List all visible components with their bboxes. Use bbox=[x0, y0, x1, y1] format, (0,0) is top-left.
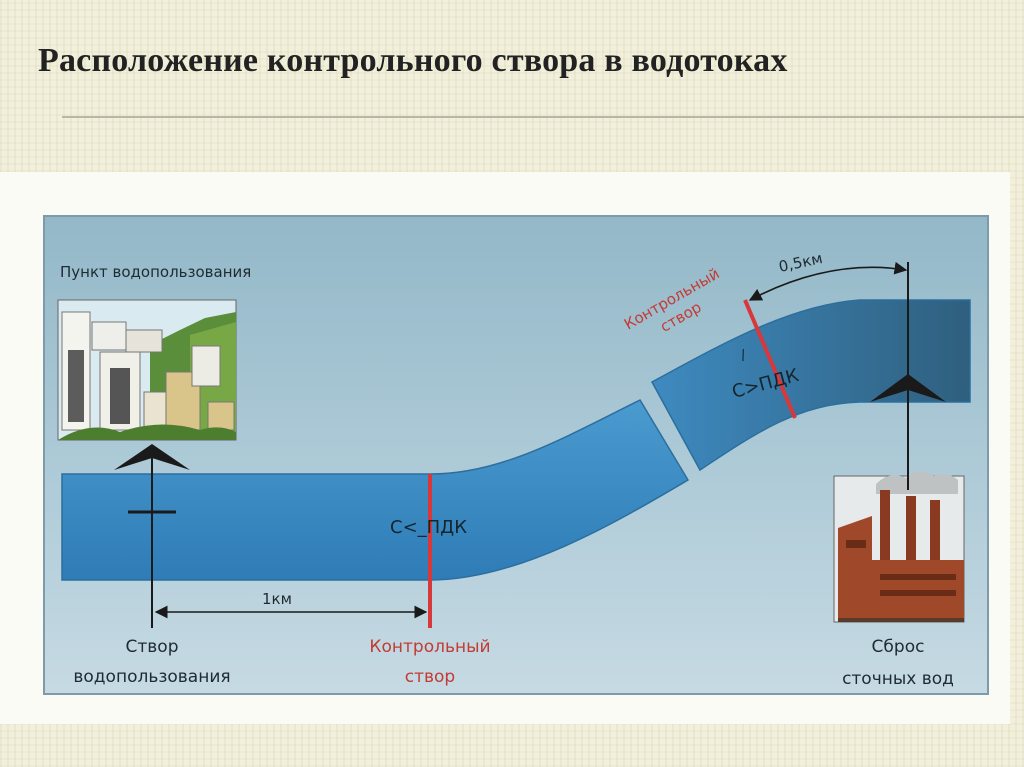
water-use-section-line1: Створ bbox=[126, 637, 179, 657]
factory-icon bbox=[833, 471, 965, 623]
wastewater-discharge-line2: сточных вод bbox=[842, 669, 954, 689]
distance-left-label: 1км bbox=[262, 590, 292, 608]
discharge-arrowhead bbox=[870, 374, 946, 402]
control-section-bottom-line1: Контрольный bbox=[369, 637, 490, 657]
title-divider bbox=[62, 116, 1024, 118]
water-use-section-line2: водопользования bbox=[73, 667, 230, 687]
water-use-point-label: Пункт водопользования bbox=[60, 263, 251, 281]
control-section-line-upper bbox=[743, 299, 797, 419]
condition-left-label: С<_ПДК bbox=[390, 517, 467, 538]
river-upper-section bbox=[650, 299, 971, 472]
distance-0-5km-arrow bbox=[748, 261, 908, 301]
control-section-bottom-line2: створ bbox=[405, 667, 455, 687]
city-buildings-icon bbox=[57, 299, 237, 441]
page-title: Расположение контрольного створа в водот… bbox=[38, 42, 788, 79]
water-use-arrowhead bbox=[114, 444, 190, 470]
river-lower-section bbox=[61, 399, 690, 581]
condition-right-mark: / bbox=[739, 347, 748, 364]
wastewater-discharge-line1: Сброс bbox=[872, 637, 925, 657]
